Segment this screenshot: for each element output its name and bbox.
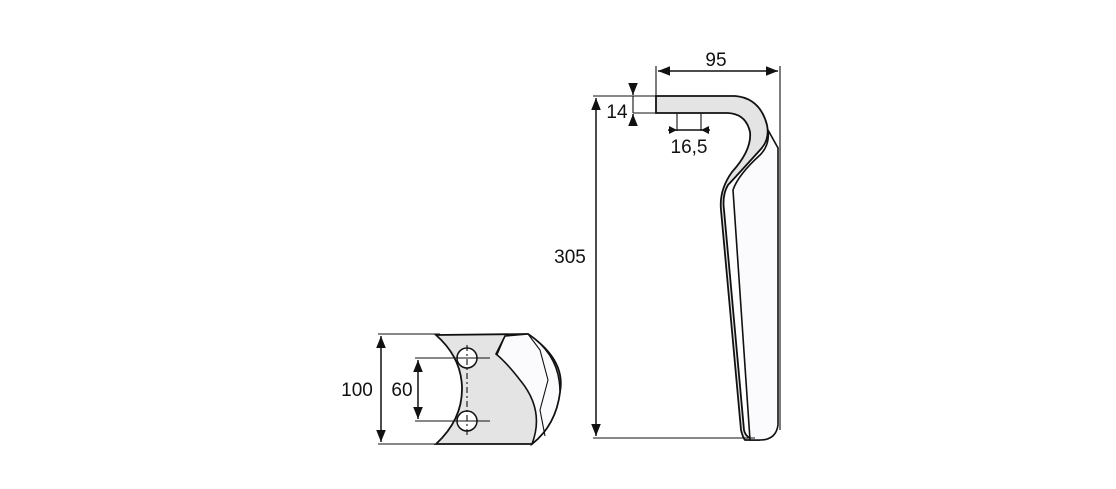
dimension-label-16-5: 16,5 <box>671 137 708 158</box>
side-view: 305 95 14 16,5 <box>554 50 781 441</box>
blade-front-bevel <box>494 333 561 447</box>
blade-side-face <box>732 129 779 441</box>
dimension-label-305: 305 <box>554 247 586 268</box>
dimension-label-14: 14 <box>606 102 628 123</box>
dimension-label-95: 95 <box>705 50 726 71</box>
dimension-label-100: 100 <box>341 380 373 401</box>
dimension-label-60: 60 <box>391 380 412 401</box>
front-view: 100 60 <box>341 333 562 447</box>
